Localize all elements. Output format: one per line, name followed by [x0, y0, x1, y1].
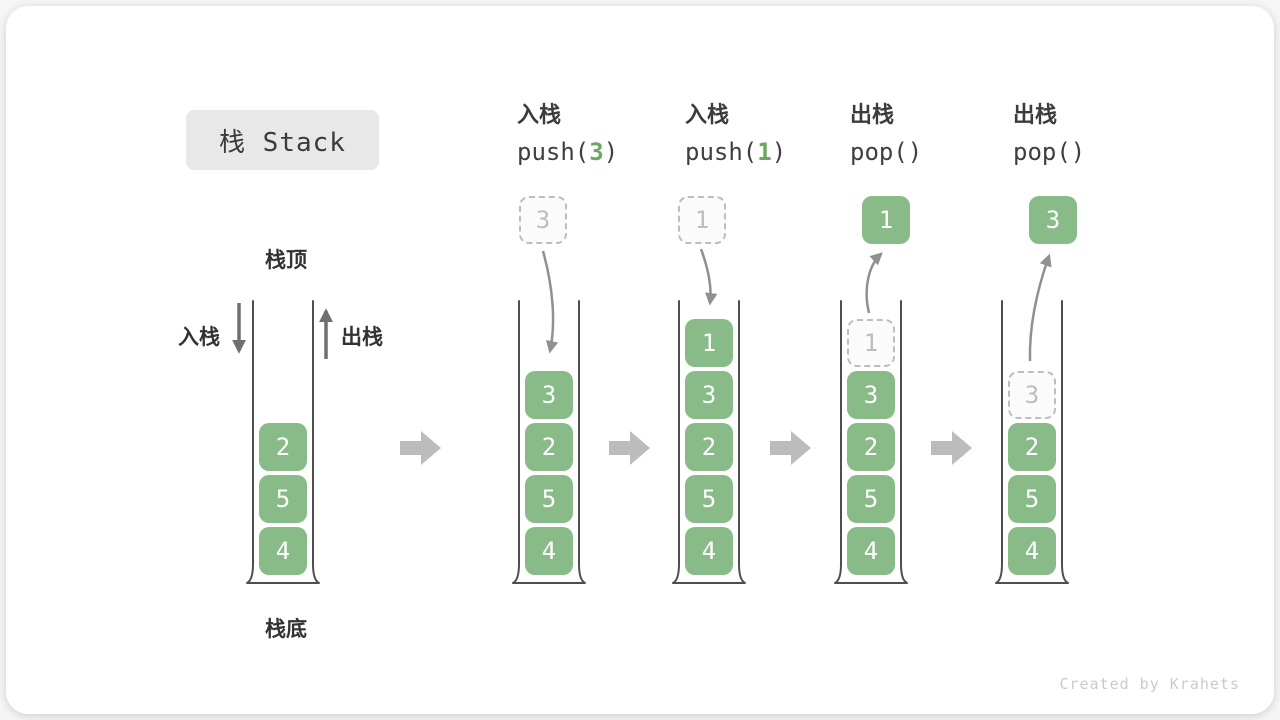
step-op-label: 入栈 — [517, 103, 562, 128]
stack-item: 2 — [1008, 423, 1056, 471]
stack-item: 5 — [525, 475, 573, 523]
stack-bottom-label: 栈底 — [265, 617, 307, 641]
floating-item-incoming: 1 — [678, 196, 726, 244]
step-header-pop-3: 出栈 pop() — [1013, 103, 1085, 166]
stack-item: 4 — [685, 527, 733, 575]
stack-item: 4 — [847, 527, 895, 575]
floating-item-popped: 1 — [862, 196, 910, 244]
step-header-push-1: 入栈 push(1) — [685, 103, 786, 166]
step-arrow-icon — [770, 431, 811, 465]
step-code-label: pop() — [850, 138, 923, 166]
stack-item: 2 — [259, 423, 307, 471]
stack-item: 1 — [685, 319, 733, 367]
pop-curve-arrow-icon — [865, 252, 883, 314]
step-arrow-icon — [931, 431, 972, 465]
stack-item-ghost: 3 — [1008, 371, 1056, 419]
stack-item: 4 — [259, 527, 307, 575]
stack-item: 2 — [525, 423, 573, 471]
stack-item: 5 — [847, 475, 895, 523]
step-op-label: 入栈 — [685, 103, 730, 128]
stack-item: 5 — [685, 475, 733, 523]
step-header-pop-1: 出栈 pop() — [850, 103, 922, 166]
floating-item-incoming: 3 — [519, 196, 567, 244]
step-code-label: push(1) — [685, 138, 787, 166]
push-label: 入栈 — [178, 325, 220, 349]
stack-item: 3 — [685, 371, 733, 419]
stack-item: 4 — [1008, 527, 1056, 575]
title-badge: 栈 Stack — [186, 110, 379, 170]
push-curve-arrow-icon — [541, 250, 559, 354]
stack-item: 4 — [525, 527, 573, 575]
step-op-label: 出栈 — [850, 103, 895, 128]
stack-item: 5 — [259, 475, 307, 523]
step-op-label: 出栈 — [1013, 103, 1058, 128]
stack-item: 3 — [847, 371, 895, 419]
stack-item: 3 — [525, 371, 573, 419]
step-arrow-icon — [609, 431, 650, 465]
watermark: Created by Krahets — [1059, 675, 1240, 693]
step-code-label: push(3) — [517, 138, 619, 166]
step-arrow-icon — [400, 431, 441, 465]
push-curve-arrow-icon — [699, 248, 718, 306]
stack-item: 2 — [847, 423, 895, 471]
stack-item: 5 — [1008, 475, 1056, 523]
pop-label: 出栈 — [341, 325, 383, 349]
stack-top-label: 栈顶 — [265, 248, 307, 272]
step-code-label: pop() — [1013, 138, 1086, 166]
pop-curve-arrow-icon — [1028, 253, 1052, 362]
floating-item-popped: 3 — [1029, 196, 1077, 244]
step-header-push-3: 入栈 push(3) — [517, 103, 618, 166]
stack-item: 2 — [685, 423, 733, 471]
stack-item-ghost: 1 — [847, 319, 895, 367]
